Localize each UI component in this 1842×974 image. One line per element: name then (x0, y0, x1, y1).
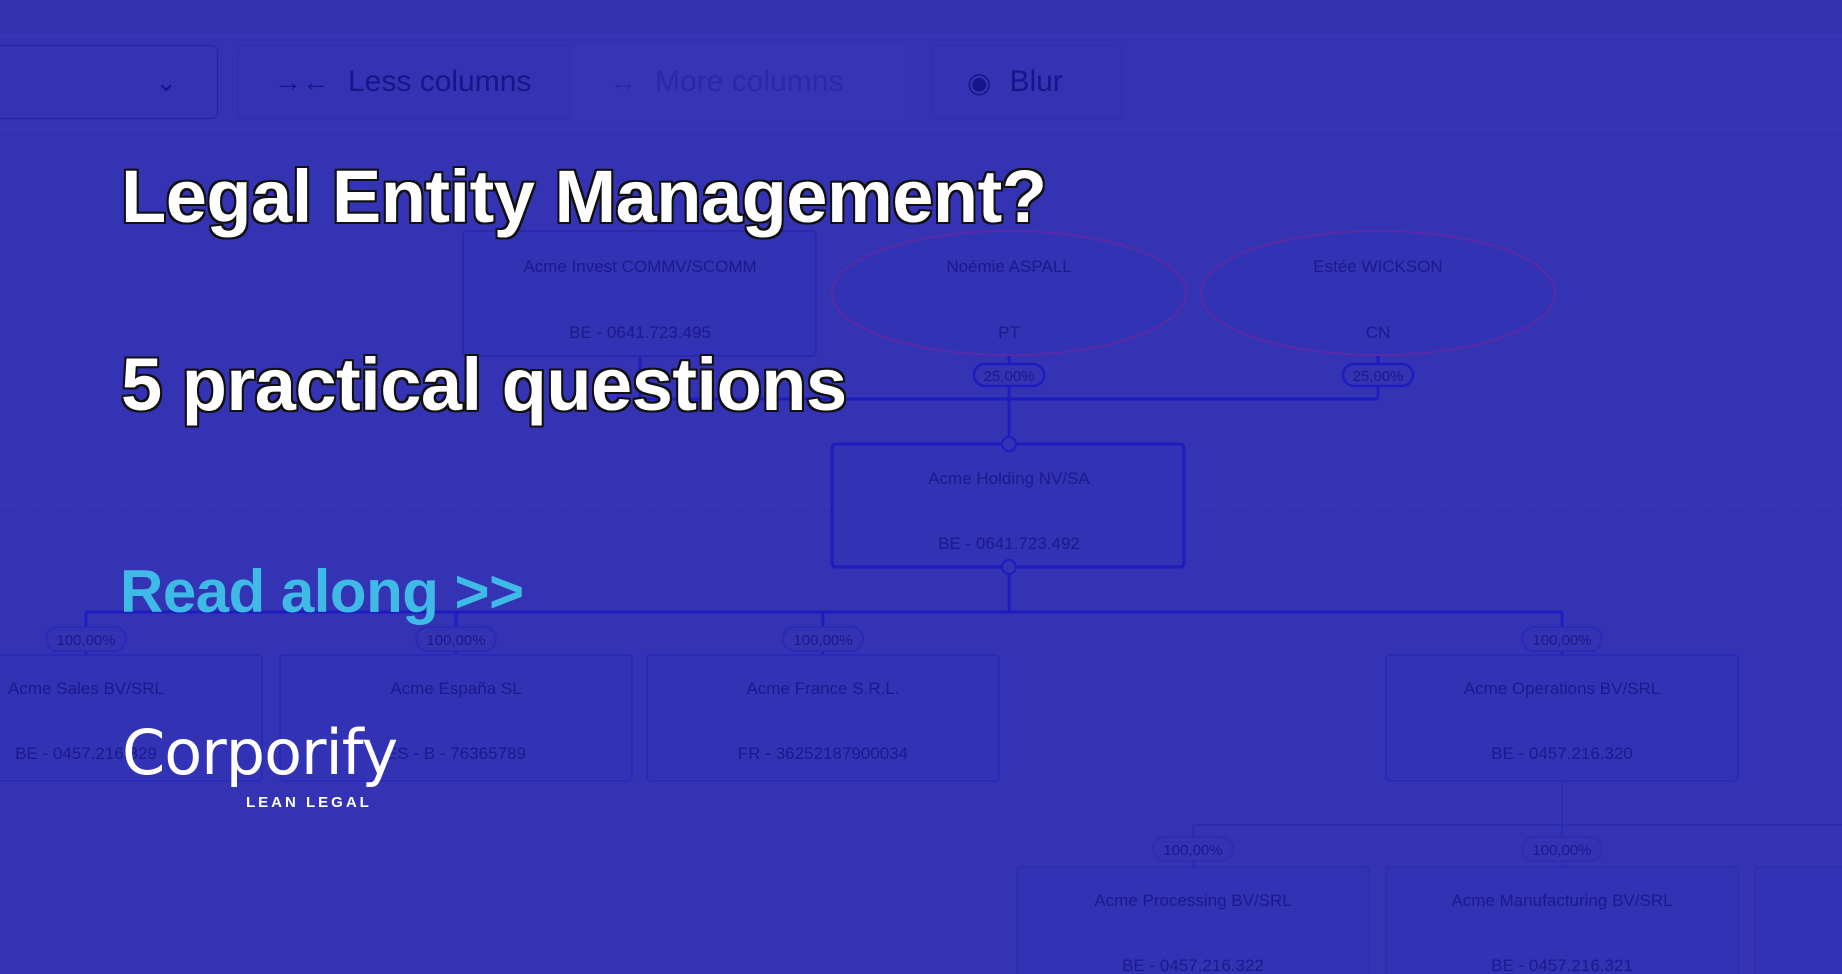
connectors-level3 (1192, 781, 1842, 867)
share-badge: 25,00% (972, 362, 1046, 388)
share-badge: 100,00% (1521, 836, 1603, 862)
blur-button[interactable]: ◉ Blur (932, 45, 1122, 119)
share-badge: 25,00% (1341, 362, 1415, 388)
node-name: Estée WICKSON (1313, 257, 1442, 276)
svg-text:25,00%: 25,00% (984, 368, 1035, 385)
node-entity[interactable]: A (1754, 866, 1842, 974)
node-name: Acme Invest COMMV/SCOMM (523, 257, 756, 276)
node-name: Acme Manufacturing BV/SRL (1451, 891, 1672, 910)
node-entity[interactable]: Acme Operations BV/SRL BE - 0457.216.320 (1385, 654, 1739, 782)
node-entity[interactable]: Acme France S.R.L. FR - 36252187900034 (646, 654, 1000, 782)
node-name: Acme Holding NV/SA (928, 469, 1090, 488)
node-acme-holding[interactable]: Acme Holding NV/SA BE - 0641.723.492 (830, 442, 1186, 569)
node-entity[interactable]: Acme España SL ES - B - 76365789 (279, 654, 633, 782)
node-estee-wickson[interactable]: Estée WICKSON CN (1200, 230, 1556, 356)
node-name: Acme Sales BV/SRL (8, 679, 164, 698)
view-dropdown[interactable]: ⌄ (0, 45, 218, 119)
svg-text:100,00%: 100,00% (793, 632, 852, 649)
headline-subtitle: 5 practical questions (121, 343, 847, 426)
node-entity[interactable]: Acme Sales BV/SRL BE - 0457.216.329 (0, 654, 263, 782)
node-name: Acme France S.R.L. (746, 679, 899, 698)
svg-text:100,00%: 100,00% (56, 632, 115, 649)
arrows-inward-icon: →← (274, 66, 330, 97)
top-bar (0, 0, 1842, 36)
node-name: Acme España SL (390, 679, 521, 698)
connectors (84, 356, 1564, 655)
collapse-toggle-icon[interactable] (1001, 436, 1017, 452)
toolbar-divider (0, 129, 1842, 130)
node-name: Acme Processing BV/SRL (1094, 891, 1291, 910)
node-id: PT (998, 323, 1020, 342)
node-name: Acme Operations BV/SRL (1464, 679, 1661, 698)
less-columns-button[interactable]: →← Less columns (237, 45, 573, 119)
logo-tagline: LEAN LEGAL (246, 794, 372, 811)
arrows-outward-icon: ↔ (609, 66, 637, 97)
node-id: BE - 0457.216.320 (1491, 744, 1633, 763)
share-badge: 100,00% (45, 626, 127, 652)
svg-text:100,00%: 100,00% (1532, 632, 1591, 649)
headline-title: Legal Entity Management? (121, 155, 1047, 238)
node-noemie-aspall[interactable]: Noémie ASPALL PT (831, 230, 1187, 356)
eye-slash-icon: ◉ (967, 66, 992, 98)
svg-text:100,00%: 100,00% (1532, 842, 1591, 859)
node-id: BE - 0641.723.495 (569, 323, 711, 342)
more-columns-label: More columns (655, 65, 844, 98)
blur-label: Blur (1009, 65, 1063, 98)
node-entity[interactable]: Acme Manufacturing BV/SRL BE - 0457.216.3… (1385, 866, 1739, 974)
logo-name: Corporify (122, 716, 398, 789)
chevron-down-icon: ⌄ (155, 66, 177, 97)
node-id: CN (1366, 323, 1391, 342)
node-entity[interactable]: Acme Processing BV/SRL BE - 0457.216.322 (1016, 866, 1370, 974)
read-along-link[interactable]: Read along >> (120, 558, 524, 625)
node-acme-invest[interactable]: Acme Invest COMMV/SCOMM BE - 0641.723.49… (462, 230, 817, 357)
share-badge: 100,00% (415, 626, 497, 652)
svg-text:100,00%: 100,00% (426, 632, 485, 649)
node-id: FR - 36252187900034 (738, 744, 908, 763)
collapse-toggle-icon[interactable] (1001, 559, 1017, 575)
svg-text:100,00%: 100,00% (1163, 842, 1222, 859)
node-id: ES - B - 76365789 (386, 744, 526, 763)
more-columns-button[interactable]: ↔ More columns (572, 45, 910, 119)
node-id: BE - 0457.216.321 (1491, 956, 1633, 974)
less-columns-label: Less columns (348, 65, 532, 98)
corporify-logo: Corporify LEAN LEGAL (122, 716, 398, 812)
share-badge: 100,00% (782, 626, 864, 652)
share-badge: 100,00% (1152, 836, 1234, 862)
node-id: BE - 0457.216.322 (1122, 956, 1264, 974)
svg-text:25,00%: 25,00% (1353, 368, 1404, 385)
share-badge: 100,00% (1521, 626, 1603, 652)
node-name: Noémie ASPALL (946, 257, 1071, 276)
node-id: BE - 0641.723.492 (938, 534, 1080, 553)
node-id: BE - 0457.216.329 (15, 744, 157, 763)
